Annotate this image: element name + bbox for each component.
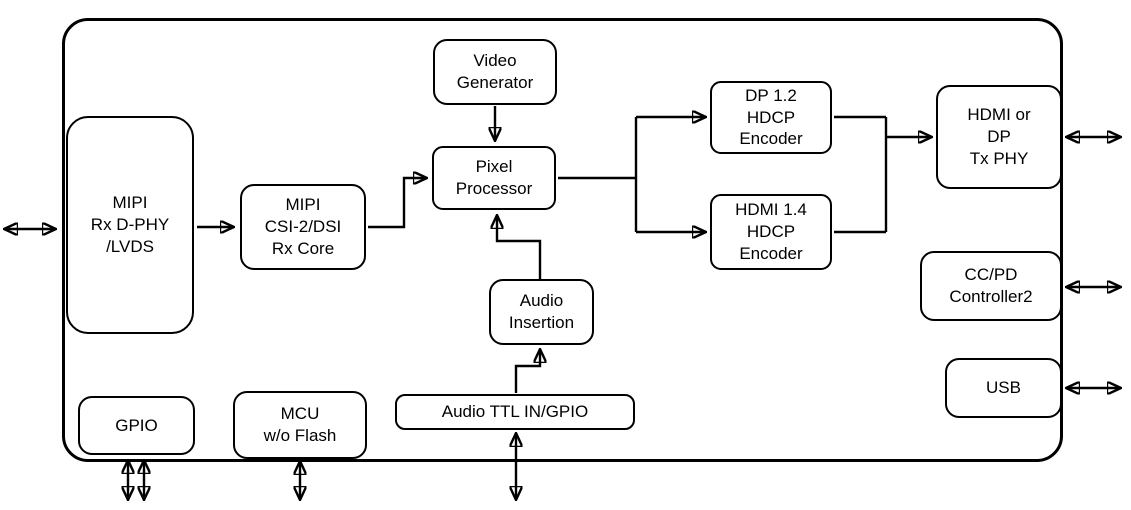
block-usb: USB bbox=[945, 358, 1062, 418]
block-video-generator: Video Generator bbox=[433, 39, 557, 105]
connector-audiottl-to-audioins bbox=[514, 349, 540, 393]
block-ccpd-controller: CC/PD Controller2 bbox=[920, 251, 1062, 321]
block-mcu: MCU w/o Flash bbox=[233, 391, 367, 459]
connector-audioins-to-pixel bbox=[497, 215, 542, 279]
block-dp-hdcp-encoder: DP 1.2 HDCP Encoder bbox=[710, 81, 832, 154]
block-audio-insertion: Audio Insertion bbox=[489, 279, 594, 345]
block-hdmi-hdcp-encoder: HDMI 1.4 HDCP Encoder bbox=[710, 194, 832, 270]
block-pixel-processor: Pixel Processor bbox=[432, 146, 556, 210]
chip-boundary bbox=[62, 18, 1063, 462]
connector-csi-to-pixel bbox=[368, 178, 427, 229]
block-audio-ttl-gpio: Audio TTL IN/GPIO bbox=[395, 394, 635, 430]
block-mipi-csi-rx-core: MIPI CSI-2/DSI Rx Core bbox=[240, 184, 366, 270]
block-gpio: GPIO bbox=[78, 396, 195, 455]
block-tx-phy: HDMI or DP Tx PHY bbox=[936, 85, 1062, 189]
block-mipi-rx-dphy: MIPI Rx D-PHY /LVDS bbox=[66, 116, 194, 334]
